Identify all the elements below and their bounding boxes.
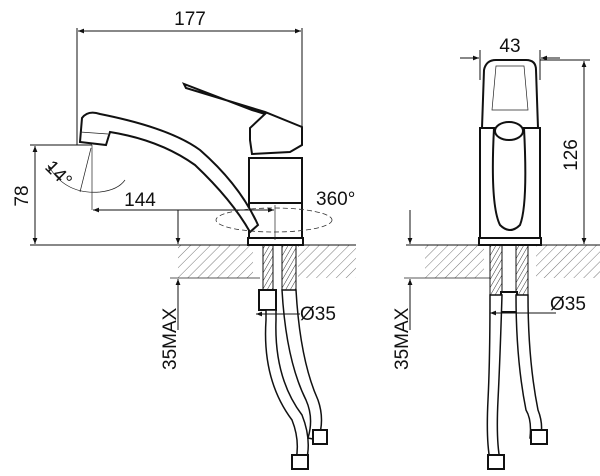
dim-max-counter-thickness: 35MAX [160, 307, 181, 370]
dim-hole-diameter-front: Ø35 [550, 294, 586, 315]
dim-spout-height: 78 [12, 185, 33, 206]
dim-overall-length: 177 [174, 9, 206, 30]
side-view: 177 78 14° 144 360° 35MAX Ø35 [12, 9, 356, 470]
front-view: 43 126 35MAX Ø35 [392, 36, 600, 470]
dim-hole-diameter: Ø35 [300, 304, 336, 325]
dim-spout-angle: 14° [40, 157, 75, 192]
dim-spout-reach: 144 [124, 190, 156, 211]
dim-rotation: 360° [316, 189, 355, 210]
dim-max-counter-thickness-front: 35MAX [392, 307, 413, 370]
dim-overall-height: 126 [561, 139, 582, 171]
dim-body-width: 43 [499, 36, 520, 57]
